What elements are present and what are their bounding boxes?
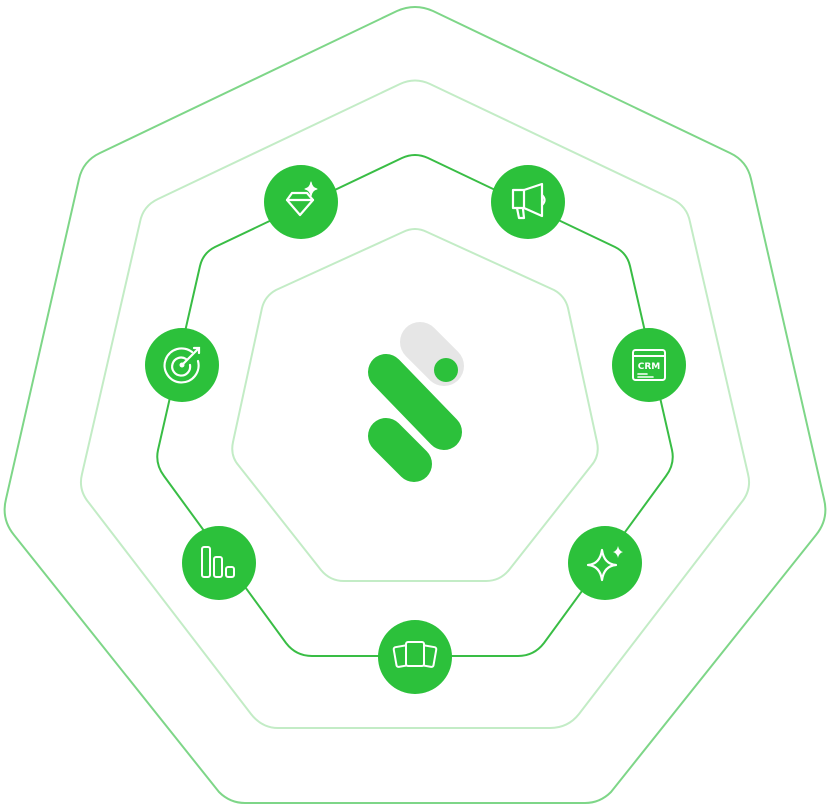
ring-mid xyxy=(156,154,674,657)
bar-chart-icon xyxy=(201,546,235,578)
sparkle-icon xyxy=(586,546,623,582)
megaphone-icon xyxy=(511,182,546,220)
ring-inner xyxy=(231,228,599,582)
target-icon xyxy=(163,346,201,384)
cards-stack-icon xyxy=(392,641,438,668)
node-crm[interactable]: CRM xyxy=(612,328,686,402)
node-chart[interactable] xyxy=(182,526,256,600)
node-sparkle[interactable] xyxy=(568,526,642,600)
crm-icon-label: CRM xyxy=(638,362,661,372)
brand-logo-icon xyxy=(368,322,464,482)
node-cards[interactable] xyxy=(378,620,452,694)
node-megaphone[interactable] xyxy=(491,165,565,239)
crm-icon: CRM xyxy=(632,349,666,381)
ring-outer xyxy=(3,6,827,804)
ring-outer-2 xyxy=(79,79,751,729)
node-target[interactable] xyxy=(145,328,219,402)
node-gem[interactable] xyxy=(264,165,338,239)
gem-sparkle-icon xyxy=(285,181,318,217)
